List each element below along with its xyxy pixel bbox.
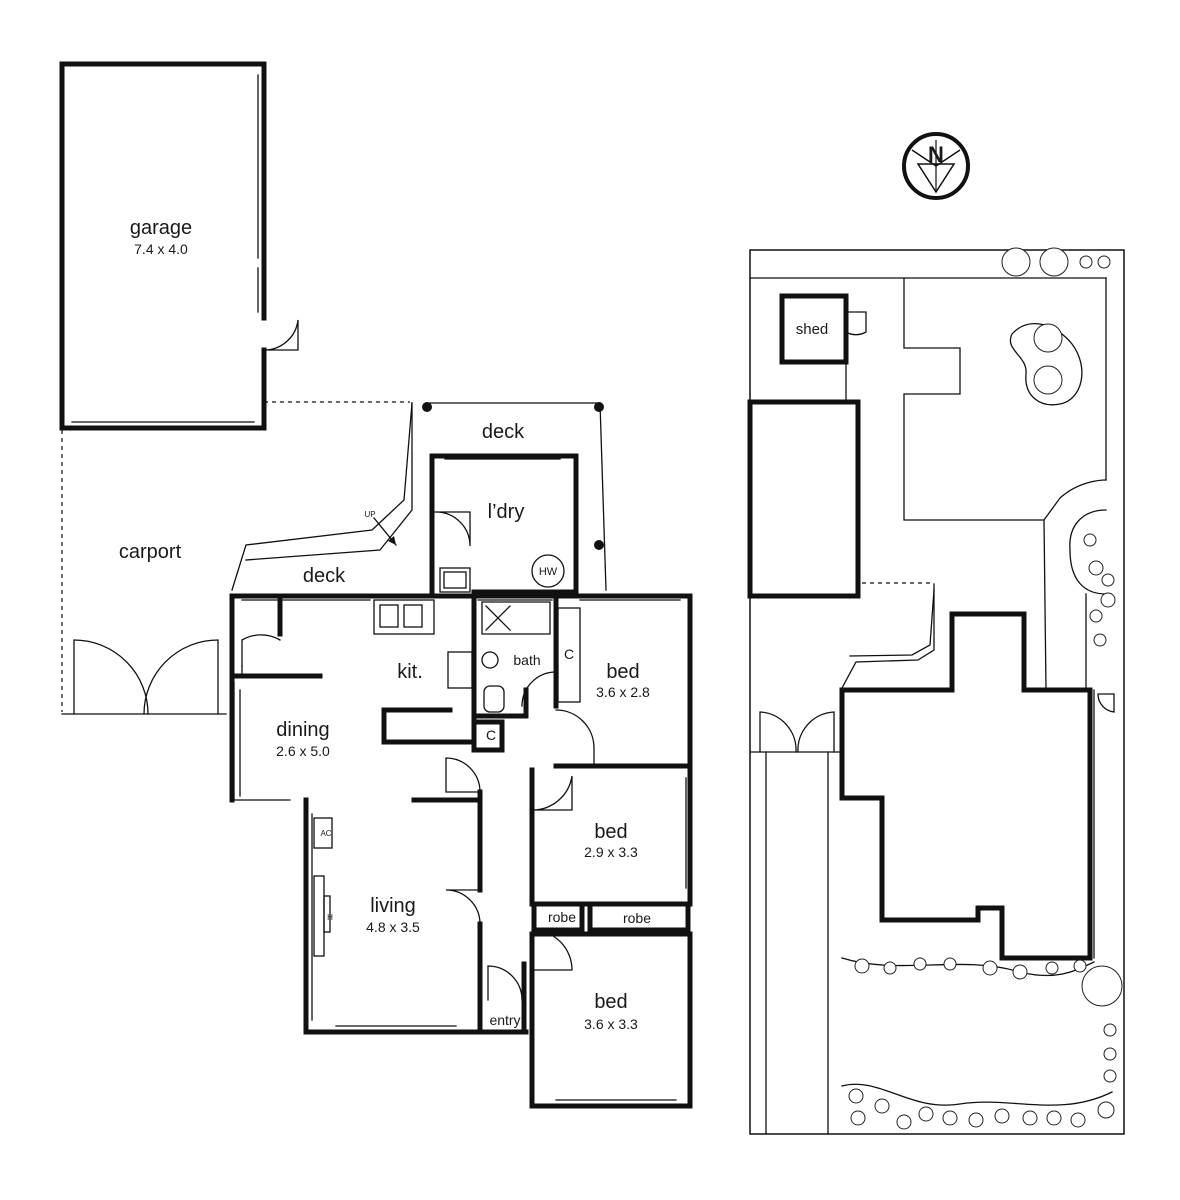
carport-label: carport xyxy=(119,541,182,563)
dining-label: dining xyxy=(276,719,329,741)
heater-label: H xyxy=(327,913,333,922)
robe1-label: robe xyxy=(548,909,576,925)
living-label: living xyxy=(370,895,416,917)
stair-up-label: UP xyxy=(364,510,375,519)
bath-label: bath xyxy=(513,652,540,668)
laundry-label: l’dry xyxy=(488,501,525,523)
house-walls xyxy=(229,453,693,1109)
robe2-label: robe xyxy=(623,910,651,926)
cupboard-bed1-label: C xyxy=(564,646,574,662)
garage-label: garage xyxy=(130,217,192,239)
bed3-size: 3.6 x 3.3 xyxy=(584,1016,638,1032)
shed-label: shed xyxy=(796,321,829,338)
garage-size: 7.4 x 4.0 xyxy=(134,241,188,257)
deck-side-label: deck xyxy=(303,565,346,587)
living-size: 4.8 x 3.5 xyxy=(366,919,420,935)
compass-north-letter: N xyxy=(928,142,944,167)
deck-rear-label: deck xyxy=(482,421,525,443)
bed1-size: 3.6 x 2.8 xyxy=(596,684,650,700)
garage xyxy=(59,61,299,431)
north-compass-icon xyxy=(902,132,970,200)
entry-label: entry xyxy=(489,1012,520,1028)
deck-rear xyxy=(231,402,607,591)
bed3-label: bed xyxy=(594,991,627,1013)
air-conditioner-label: AC xyxy=(320,829,331,838)
site-plan xyxy=(747,247,1125,1135)
bed2-size: 2.9 x 3.3 xyxy=(584,844,638,860)
carport-outline xyxy=(61,401,410,712)
bed1-label: bed xyxy=(606,661,639,683)
bed2-label: bed xyxy=(594,821,627,843)
kitchen-label: kit. xyxy=(397,661,423,683)
hot-water-label: HW xyxy=(539,566,558,578)
dining-size: 2.6 x 5.0 xyxy=(276,743,330,759)
stair-up-arrow xyxy=(373,517,397,546)
carport-gates xyxy=(73,639,219,715)
cupboard-hall-label: C xyxy=(486,727,496,743)
